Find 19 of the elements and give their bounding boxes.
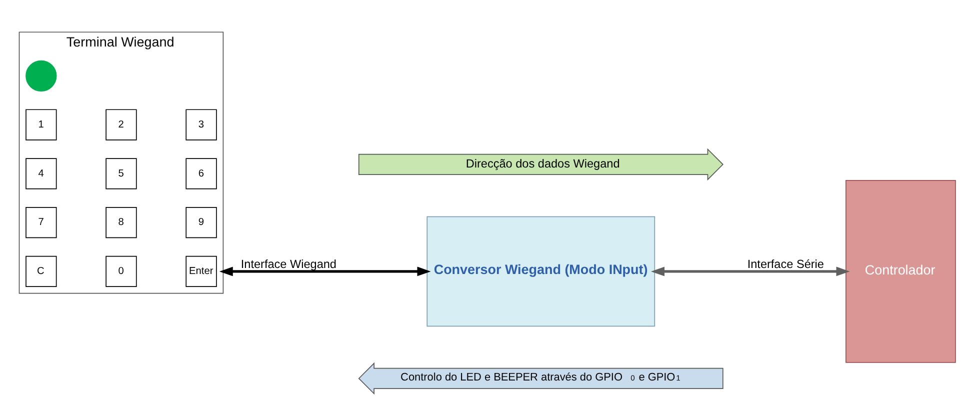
node-box: 4 <box>26 158 57 190</box>
node-circle <box>26 60 57 92</box>
node-box: Controlador <box>846 180 956 363</box>
edge-label: Interface Série <box>747 258 824 272</box>
node-box: 7 <box>26 206 57 238</box>
node-box: Enter <box>186 256 217 288</box>
node-box: 3 <box>186 109 217 140</box>
node-box: 5 <box>106 158 137 190</box>
edge-label: Interface Wiegand <box>240 258 337 272</box>
arrow <box>650 266 850 276</box>
node-box: 6 <box>186 158 217 190</box>
node-box: 9 <box>186 206 217 238</box>
arrow <box>219 266 431 276</box>
node-box: C <box>26 256 57 288</box>
node-box: 0 <box>106 256 137 288</box>
node-box: 1 <box>26 109 57 140</box>
node-box: 8 <box>106 206 137 238</box>
node-box: 2 <box>106 109 137 140</box>
node-box: Conversor Wiegand (Modo INput) <box>426 216 656 327</box>
